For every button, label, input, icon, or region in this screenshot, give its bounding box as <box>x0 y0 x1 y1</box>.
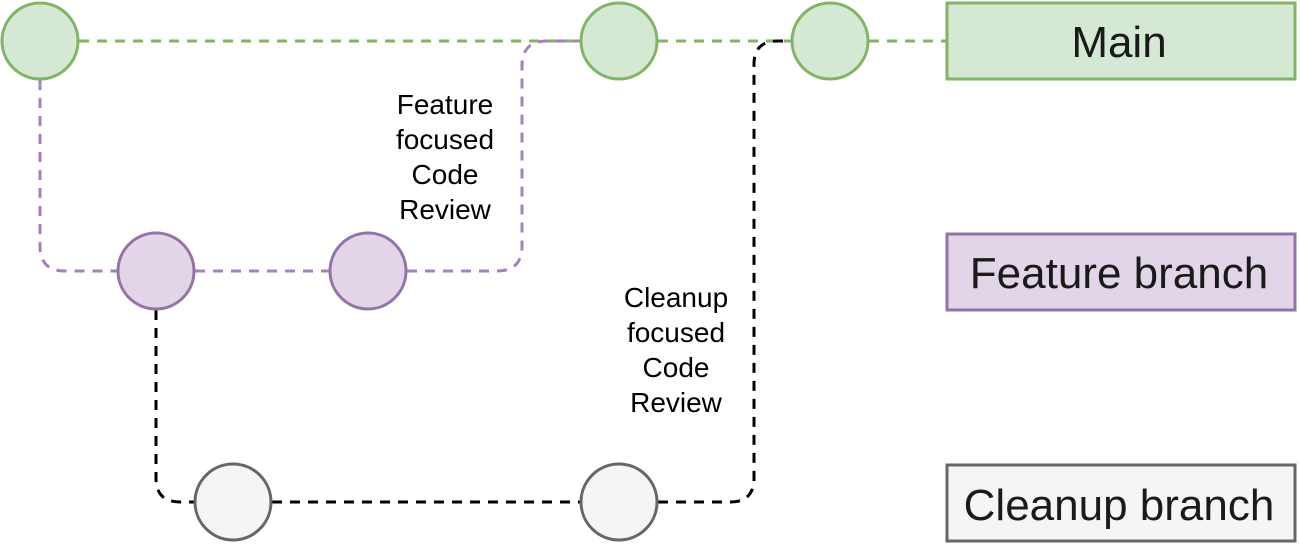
feature-branch-label: Feature branch <box>970 249 1268 298</box>
feature-commit-node <box>116 231 196 311</box>
cleanup-branch-out-connector <box>154 310 194 504</box>
cleanup-label-rect <box>945 463 1297 543</box>
main-commits <box>0 1 870 81</box>
cleanup-branch-label: Cleanup branch <box>964 481 1275 530</box>
cleanup-label-box: Cleanup branch <box>945 463 1297 543</box>
cleanup-review-line: Code <box>643 352 710 383</box>
feature-label-box: Feature branch <box>945 232 1297 312</box>
cleanup-commits <box>193 462 659 542</box>
main-commit-node <box>579 1 659 81</box>
feature-merge-connector <box>407 39 580 273</box>
main-label-box: Main <box>945 1 1297 81</box>
feature-label-rect <box>945 232 1297 312</box>
feature-commit-node <box>328 231 408 311</box>
feature-review-line: Code <box>412 159 479 190</box>
cleanup-commit-node <box>579 462 659 542</box>
cleanup-review-annotation: Cleanup focused Code Review <box>624 282 728 418</box>
connectors <box>38 39 946 504</box>
feature-review-line: Review <box>399 194 492 225</box>
main-label-rect <box>945 1 1297 81</box>
cleanup-merge-connector <box>658 39 791 504</box>
feature-review-line: focused <box>396 124 494 155</box>
cleanup-review-line: Cleanup <box>624 282 728 313</box>
feature-review-annotation: Feature focused Code Review <box>396 89 494 225</box>
feature-review-line: Feature <box>397 89 494 120</box>
main-commit-node <box>0 1 80 81</box>
feature-branch-out-connector <box>38 80 117 273</box>
cleanup-commit-node <box>193 462 273 542</box>
main-commit-node <box>790 1 870 81</box>
main-label: Main <box>1071 18 1166 67</box>
cleanup-review-line: focused <box>627 317 725 348</box>
feature-commits <box>116 231 408 311</box>
cleanup-review-line: Review <box>630 387 723 418</box>
